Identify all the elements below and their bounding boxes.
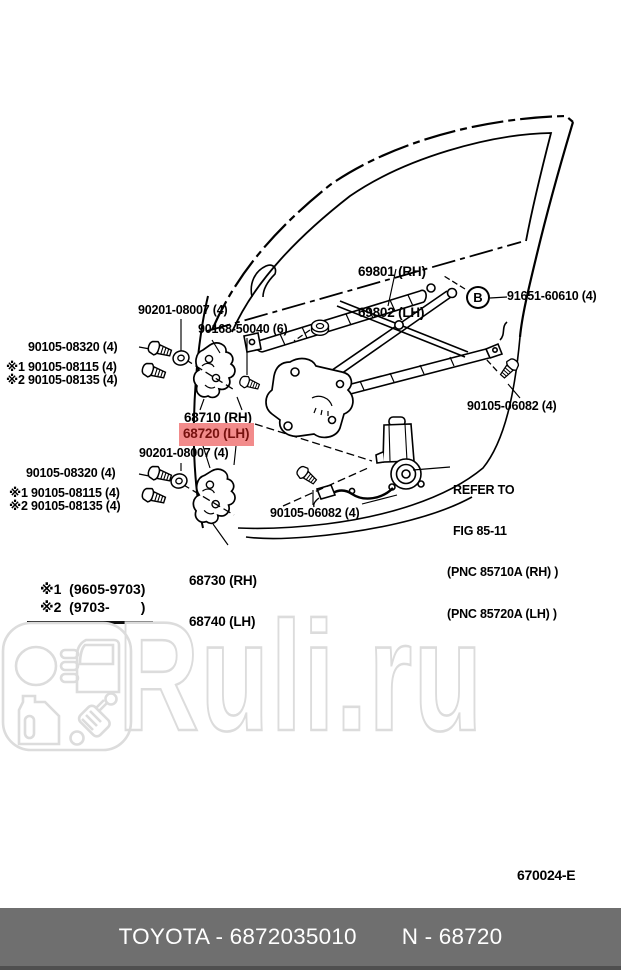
callout-90201-upper: 90201-08007 (4) xyxy=(138,303,228,317)
callout-90168: 90168-50040 (6) xyxy=(198,322,288,336)
leader-lines xyxy=(138,268,521,546)
motor-bolt xyxy=(294,463,320,488)
regulator-nut xyxy=(310,319,330,336)
glass-channel-rh-label: 69801 (RH) xyxy=(358,264,426,280)
applicability-note-1: ※1 (9605-9703) xyxy=(40,581,146,597)
hinge-bolt-upper-2 xyxy=(139,360,168,383)
callout-08135-lower: ※2 90105-08135 (4) xyxy=(9,499,121,513)
window-regulator xyxy=(243,283,504,439)
notes-underline xyxy=(27,621,153,624)
callout-glass-channel: 69801 (RH) 69802 (LH) xyxy=(358,238,426,347)
footer-bar: TOYOTA - 6872035010 N - 68720 xyxy=(0,908,621,970)
refer-line2: FIG 85-11 xyxy=(453,523,507,538)
motor-wire-harness xyxy=(332,487,394,500)
refer-note: REFER TO FIG 85-11 (PNC 85710A (RH) ) (P… xyxy=(447,456,558,649)
footer-part-number: TOYOTA - 6872035010 xyxy=(118,924,357,949)
highlighted-part-box: 68720 (LH) xyxy=(179,423,255,446)
hinge-bolt-lower-2 xyxy=(139,485,168,508)
refer-line4: (PNC 85720A (LH) ) xyxy=(447,606,557,621)
callout-90201-lower: 90201-08007 (4) xyxy=(139,446,229,460)
window-motor xyxy=(313,416,425,508)
figure-code: 670024-E xyxy=(517,867,576,883)
applicability-note-2: ※2 (9703- ) xyxy=(40,599,146,615)
callout-08115-lower: ※1 90105-08115 (4) xyxy=(9,486,120,500)
callout-08320-upper: 90105-08320 (4) xyxy=(28,340,118,354)
hinge-stud-upper xyxy=(237,373,262,393)
callout-hinge-upper-lh: 68720 (LH) xyxy=(183,426,250,441)
callout-hinge-upper-rh: 68710 (RH) xyxy=(184,410,252,425)
hinge-bolt-upper-1 xyxy=(145,338,174,361)
glass-channel-lh-label: 69802 (LH) xyxy=(358,304,425,320)
callout-08320-lower: 90105-08320 (4) xyxy=(26,466,116,480)
fastener-b-marker: B xyxy=(466,286,490,309)
hinge-lower-lh-label: 68740 (LH) xyxy=(189,613,256,629)
hinge-lower-rh-label: 68730 (RH) xyxy=(189,573,257,589)
diagram-line-art xyxy=(138,114,575,546)
callout-06082-right: 90105-06082 (4) xyxy=(467,399,557,413)
lower-door-hinge xyxy=(191,466,238,526)
washer-upper xyxy=(170,348,192,368)
callout-06082-left: 90105-06082 (4) xyxy=(270,506,360,520)
wire-connector xyxy=(315,484,337,500)
refer-line1: REFER TO xyxy=(453,482,515,497)
callout-08115-upper: ※1 90105-08115 (4) xyxy=(6,360,117,374)
hinge-bolt-lower-1 xyxy=(145,463,174,486)
callout-hinge-lower: 68730 (RH) 68740 (LH) xyxy=(189,547,257,656)
b-marker-letter: B xyxy=(473,290,483,305)
washer-lower xyxy=(168,471,190,491)
callout-91651: 91651-60610 (4) xyxy=(507,289,597,303)
footer-catalog-number: N - 68720 xyxy=(401,924,503,949)
refer-line3: (PNC 85710A (RH) ) xyxy=(447,565,559,580)
upper-door-hinge xyxy=(192,342,236,399)
callout-08135-upper: ※2 90105-08135 (4) xyxy=(6,373,118,387)
